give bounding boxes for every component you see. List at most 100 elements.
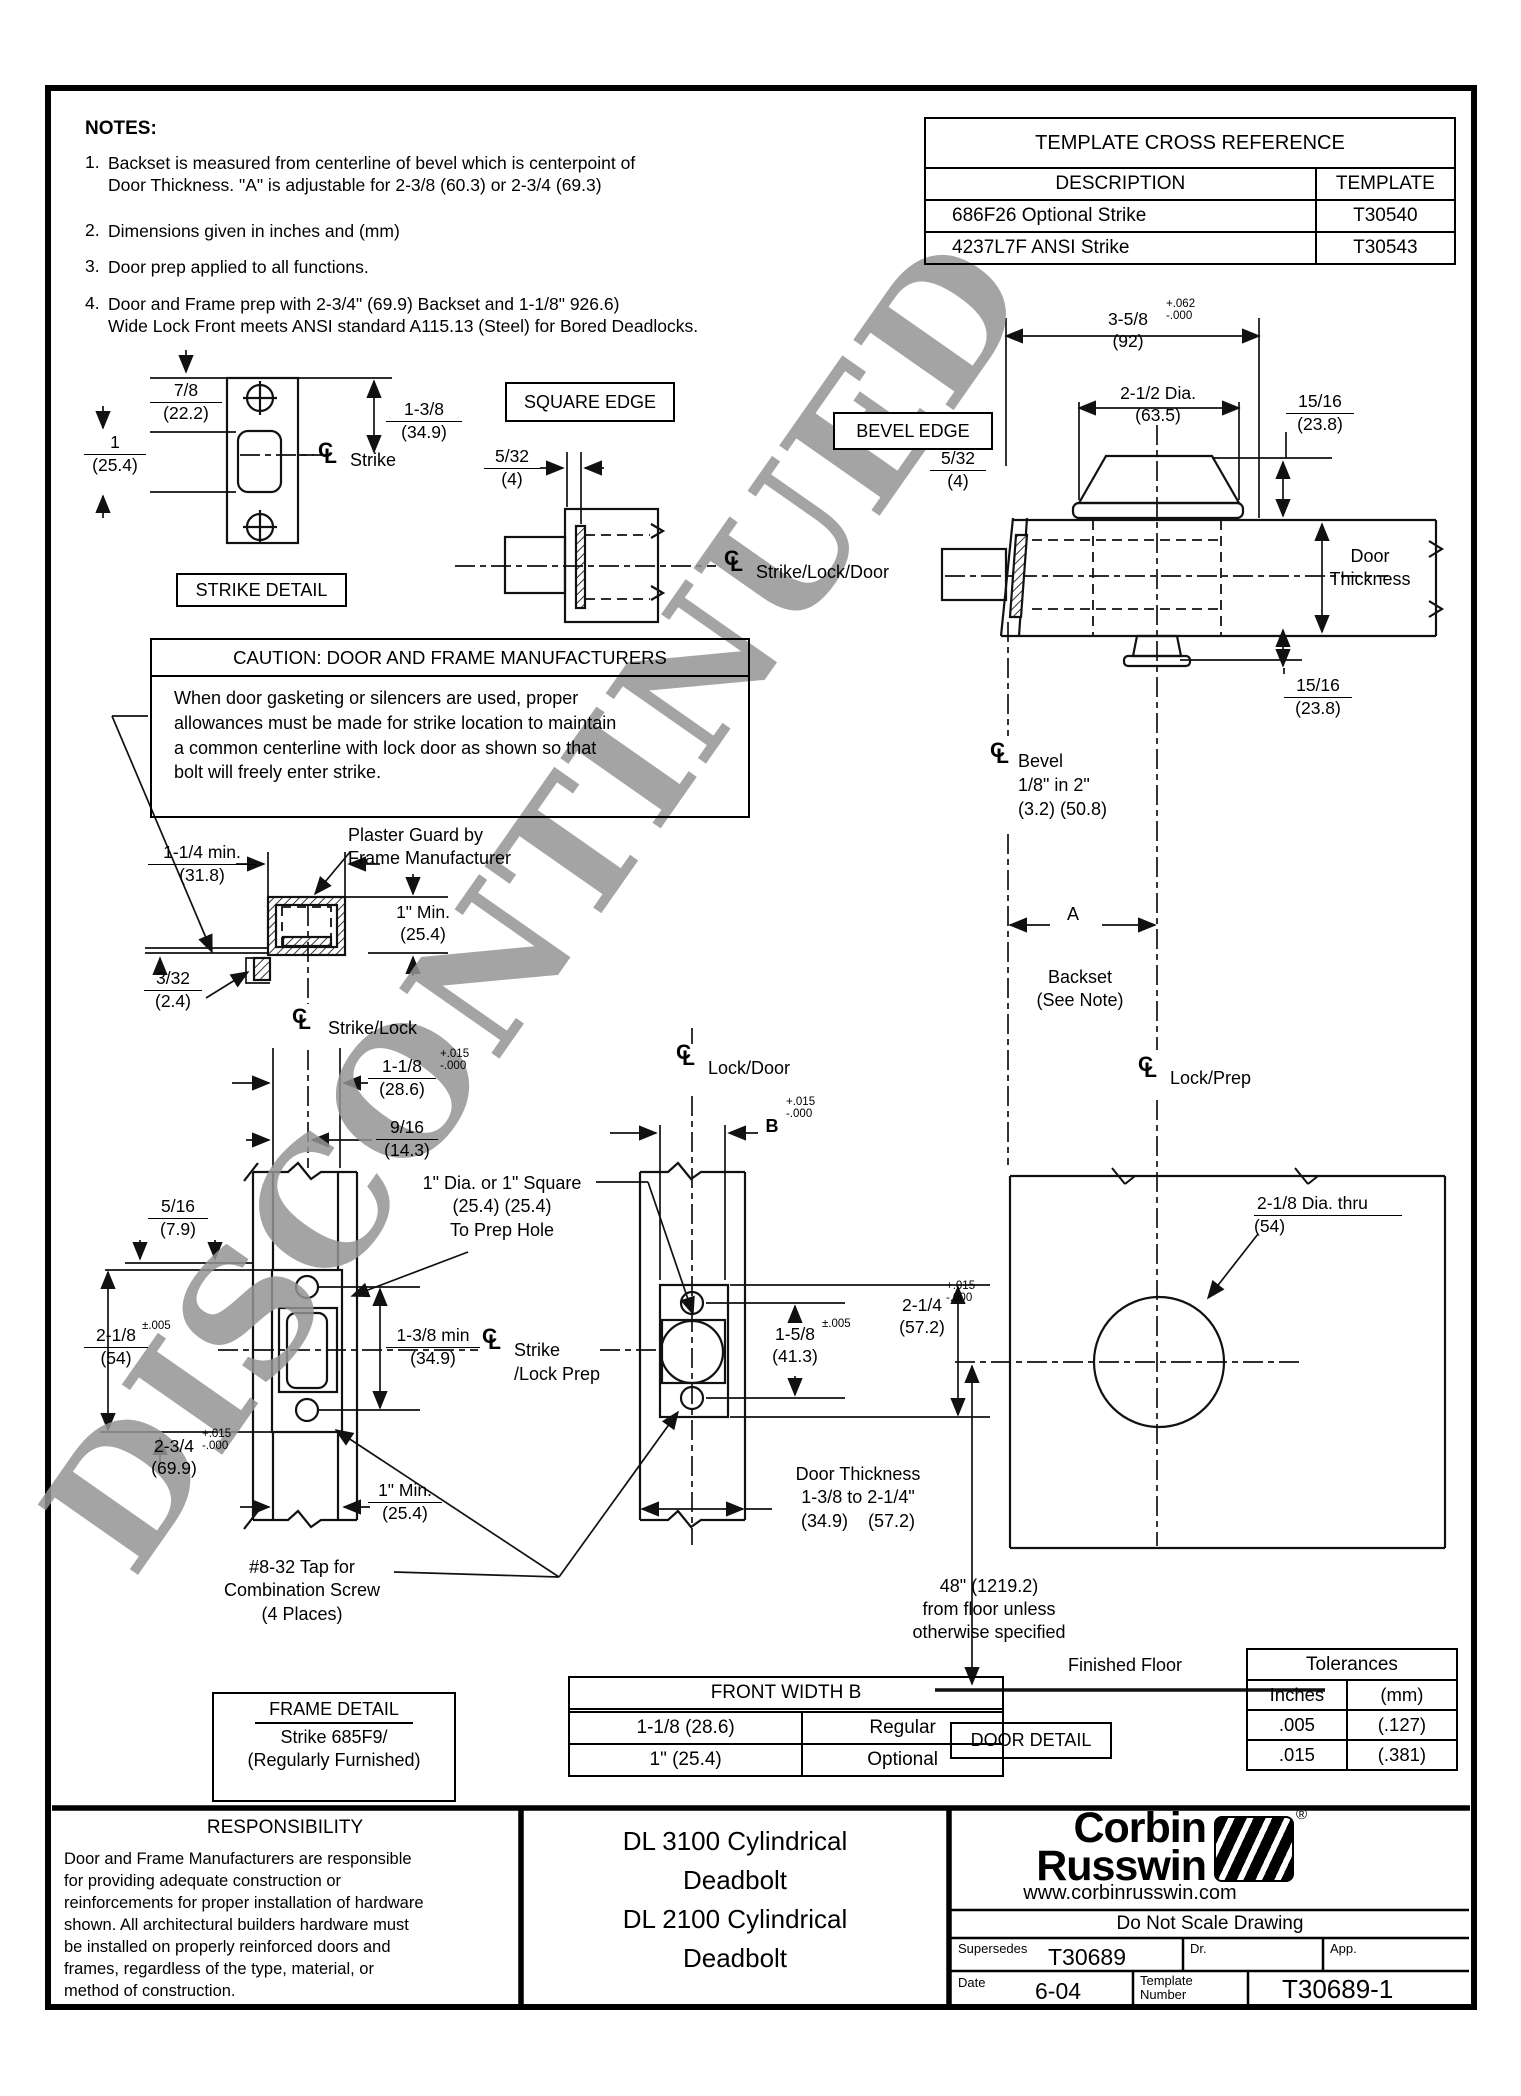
door-thickness-range-label: Door Thickness 1-3/8 to 2-1/4" (34.9) (5… xyxy=(795,1464,921,1531)
cl-strike-lock-label: Strike/Lock xyxy=(328,1018,418,1038)
table-row: 1-1/8 (28.6) Regular xyxy=(570,1713,1002,1745)
do-not-scale-label: Do Not Scale Drawing xyxy=(1116,1913,1304,1934)
dim-3-32: 3/32(2.4) xyxy=(144,968,202,1011)
table-row: 4237L7F ANSI Strike T30543 xyxy=(926,233,1454,263)
square-edge-label: SQUARE EDGE xyxy=(505,382,675,422)
bevel-edge-door-section-drawing xyxy=(940,318,1445,1546)
dim-2-1-8: 2-1/8(54) xyxy=(84,1325,148,1368)
dim-2-3-4: 2-3/4(69.9) xyxy=(151,1436,197,1478)
dim-1-3-8: 1-3/8(34.9) xyxy=(386,399,462,442)
caution-body: When door gasketing or silencers are use… xyxy=(174,688,617,783)
tap-combination-screw-label: #8-32 Tap for Combination Screw (4 Place… xyxy=(223,1557,381,1624)
xref-template: T30543 xyxy=(1353,237,1418,258)
front-width-size: 1" (25.4) xyxy=(570,1745,804,1775)
caution-box: CAUTION: DOOR AND FRAME MANUFACTURERS Wh… xyxy=(150,638,750,818)
tolerance-inches: .005 xyxy=(1248,1711,1348,1739)
cl-lock-prep-label: Lock/Prep xyxy=(1170,1068,1252,1088)
table-row: 1" (25.4) Optional xyxy=(570,1745,1002,1775)
dim-7-8: 7/8(22.2) xyxy=(150,380,222,423)
tolerances-col-inches: Inches xyxy=(1248,1681,1348,1709)
supersedes-value: T30689 xyxy=(1048,1944,1127,1970)
tolerance-015: +.015 -.000 xyxy=(202,1428,232,1453)
xref-header-row: DESCRIPTION TEMPLATE xyxy=(926,169,1454,201)
template-cross-reference-table: TEMPLATE CROSS REFERENCE DESCRIPTION TEM… xyxy=(924,117,1456,265)
dim-15-16-top: 15/16(23.8) xyxy=(1286,391,1354,434)
dim-5-32-bevel: 5/32(4) xyxy=(930,448,986,491)
notes-title: NOTES: xyxy=(85,118,157,139)
tolerance-005: ±.005 xyxy=(822,1318,851,1330)
centerline-icon: CL xyxy=(292,1005,311,1034)
note-number: 2. xyxy=(85,220,100,240)
dim-1-3-8-min: 1-3/8 min(34.9) xyxy=(386,1325,480,1368)
frame-detail-title: FRAME DETAIL xyxy=(255,1694,413,1724)
frame-detail-line: (Regularly Furnished) xyxy=(247,1750,421,1771)
date-value: 6-04 xyxy=(1035,1978,1082,2004)
cl-strike-label: Strike xyxy=(350,450,397,470)
note-number: 1. xyxy=(85,152,100,172)
centerline-icon: CL xyxy=(676,1041,695,1070)
front-width-title: FRONT WIDTH B xyxy=(570,1678,1002,1713)
tolerance-015: +.015 -.000 xyxy=(946,1280,976,1305)
front-width-table: FRONT WIDTH B 1-1/8 (28.6) Regular 1" (2… xyxy=(568,1676,1004,1777)
tolerance-inches: .015 xyxy=(1248,1741,1348,1769)
product-title: DL 3100 Cylindrical Deadbolt DL 2100 Cyl… xyxy=(622,1826,848,1973)
responsibility-body: Door and Frame Manufacturers are respons… xyxy=(64,1850,424,2000)
finished-floor-label: Finished Floor xyxy=(1067,1655,1183,1675)
front-width-type: Regular xyxy=(869,1717,936,1738)
cl-lock-door-label: Lock/Door xyxy=(708,1058,791,1078)
dim-2-1-4: 2-1/4(57.2) xyxy=(899,1295,945,1337)
supersedes-label: Supersedes xyxy=(958,1941,1028,1956)
bevel-note-label: Bevel 1/8" in 2" (3.2) (50.8) xyxy=(1018,751,1108,819)
responsibility-title: RESPONSIBILITY xyxy=(206,1817,364,1838)
strike-detail-drawing xyxy=(95,350,392,545)
dim-15-16-bottom: 15/16(23.8) xyxy=(1284,675,1352,718)
lock-door-edge-drawing xyxy=(334,1028,990,1578)
xref-description: 686F26 Optional Strike xyxy=(926,201,1317,231)
prep-hole-label: 1" Dia. or 1" Square (25.4) (25.4) To Pr… xyxy=(422,1173,582,1240)
door-detail-drawing xyxy=(935,1167,1447,1692)
centerline-icon: CL xyxy=(990,739,1009,768)
frame-prep-drawing xyxy=(100,1048,695,1530)
template-number-value: T30689-1 xyxy=(1282,1974,1394,2004)
template-number-label: Template Number xyxy=(1140,1973,1193,2002)
xref-col-description: DESCRIPTION xyxy=(926,169,1317,199)
note-number: 3. xyxy=(85,256,100,276)
brand-website: www.corbinrusswin.com xyxy=(1023,1882,1237,1904)
square-edge-drawing xyxy=(455,452,1388,624)
dim-5-16: 5/16(7.9) xyxy=(148,1196,208,1239)
dim-1-min-frame: 1" Min.(25.4) xyxy=(396,902,450,944)
approved-label: App. xyxy=(1330,1941,1357,1956)
cl-strike-lock-prep-label: Strike /Lock Prep xyxy=(514,1340,601,1385)
strike-detail-label: STRIKE DETAIL xyxy=(176,573,347,607)
table-row: .015 (.381) xyxy=(1248,1741,1456,1769)
tolerance-mm: (.381) xyxy=(1377,1744,1427,1765)
note-text: Door and Frame prep with 2-3/4" (69.9) B… xyxy=(108,294,699,337)
dim-9-16: 9/16(14.3) xyxy=(376,1117,438,1160)
page-border xyxy=(45,85,1477,2010)
note-text: Dimensions given in inches and (mm) xyxy=(108,221,400,241)
dim-2-1-8-dia-thru: 2-1/8 Dia. thru(54) xyxy=(1254,1193,1402,1236)
xref-col-template: TEMPLATE xyxy=(1335,173,1435,194)
drawn-by-label: Dr. xyxy=(1190,1941,1207,1956)
frame-detail-box: FRAME DETAIL Strike 685F9/ (Regularly Fu… xyxy=(212,1692,456,1802)
cl-strike-lock-door-label: Strike/Lock/Door xyxy=(756,562,890,582)
tolerances-title: Tolerances xyxy=(1248,1650,1456,1681)
tolerance-015: +.015 -.000 xyxy=(786,1096,816,1121)
xref-description: 4237L7F ANSI Strike xyxy=(926,233,1317,263)
dim-1-1-4-min: 1-1/4 min.(31.8) xyxy=(148,842,256,885)
tolerance-062: +.062 -.000 xyxy=(1166,298,1196,323)
front-width-type: Optional xyxy=(867,1749,939,1770)
floor-height-label: 48" (1219.2) from floor unless otherwise… xyxy=(912,1576,1066,1643)
bevel-edge-label: BEVEL EDGE xyxy=(833,412,993,450)
tolerance-015: +.015 -.000 xyxy=(440,1048,470,1073)
note-number: 4. xyxy=(85,293,100,313)
tolerance-mm: (.127) xyxy=(1377,1714,1427,1735)
tolerance-005: ±.005 xyxy=(142,1320,171,1332)
caution-title: CAUTION: DOOR AND FRAME MANUFACTURERS xyxy=(152,640,748,677)
xref-template: T30540 xyxy=(1353,205,1418,226)
centerline-icon: CL xyxy=(482,1325,501,1354)
note-text: Backset is measured from centerline of b… xyxy=(108,153,636,196)
table-row: 686F26 Optional Strike T30540 xyxy=(926,201,1454,233)
